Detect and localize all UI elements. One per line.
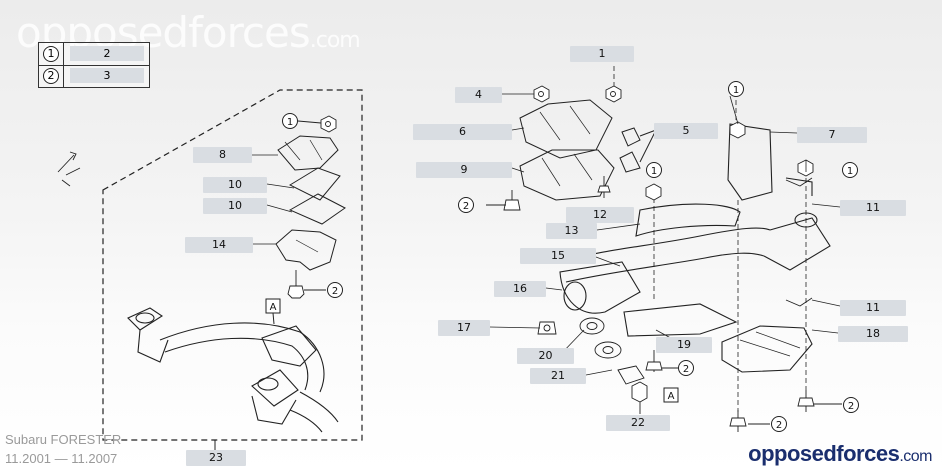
callout-part-6[interactable]: 6 (413, 124, 512, 140)
watermark: opposedforces.com (16, 8, 361, 57)
heat-shield-9 (519, 149, 615, 201)
callout-part-11[interactable]: 11 (840, 200, 906, 216)
shield-8 (277, 135, 339, 171)
marker-a-left: A (270, 302, 277, 313)
callout-part-10[interactable]: 10 (203, 177, 267, 193)
symbol-1-nut12: 1 (651, 166, 657, 177)
callout-part-15[interactable]: 15 (520, 248, 596, 264)
symbol-2-bottom-right: 2 (848, 401, 854, 412)
legend-symbol: 2 (43, 68, 59, 84)
callout-part-23[interactable]: 23 (186, 450, 246, 466)
bracket-11-upper (785, 177, 813, 187)
nut-right-upper (729, 121, 746, 139)
model-name: Subaru FORESTER (5, 432, 122, 447)
symbol-legend: 1 2 2 3 (38, 42, 150, 88)
gasket-10-upper (288, 167, 341, 201)
nut-12 (645, 183, 662, 201)
callout-part-9[interactable]: 9 (416, 162, 512, 178)
symbol-2-left: 2 (332, 286, 338, 297)
legend-part[interactable]: 3 (70, 68, 144, 83)
gasket-21 (594, 341, 622, 359)
callout-part-22[interactable]: 22 (606, 415, 670, 431)
bolt-12 (597, 176, 611, 198)
reference-lines (613, 66, 807, 412)
rear-heat-shield-18 (721, 325, 813, 373)
callout-part-10[interactable]: 10 (203, 198, 267, 214)
gasket-20 (579, 317, 605, 335)
clip-5a (621, 127, 641, 147)
symbol-1-right: 1 (733, 85, 739, 96)
legend-part[interactable]: 2 (70, 46, 144, 61)
callout-part-4[interactable]: 4 (455, 87, 502, 103)
marker-a-right: A (668, 391, 675, 402)
legend-row: 2 3 (39, 65, 149, 87)
symbol-1-nut11: 1 (847, 166, 853, 177)
center-exhaust-pipe (559, 123, 831, 373)
model-years: 11.2001 — 11.2007 (5, 451, 118, 466)
catalytic-converter-16 (559, 261, 641, 314)
bolt-bottom-right (729, 390, 815, 432)
assembly-frame (102, 89, 363, 441)
nut-22 (631, 381, 648, 414)
symbol-2-bolt19: 2 (683, 364, 689, 375)
callout-part-7[interactable]: 7 (797, 127, 867, 143)
nut-4 (533, 85, 550, 103)
callout-part-19[interactable]: 19 (656, 337, 712, 353)
callout-part-11[interactable]: 11 (840, 300, 906, 316)
callout-part-17[interactable]: 17 (438, 320, 490, 336)
symbol-2-bottom: 2 (776, 420, 782, 431)
callout-part-8[interactable]: 8 (193, 147, 252, 163)
callout-part-16[interactable]: 16 (494, 281, 546, 297)
symbol-1-left: 1 (287, 117, 293, 128)
callout-part-5[interactable]: 5 (654, 123, 718, 139)
bolt-left-bottom (287, 270, 305, 299)
bolt-17 (537, 321, 557, 335)
legend-symbol: 1 (43, 46, 59, 62)
nut-11-upper (797, 159, 814, 177)
orientation-arrow (57, 151, 81, 187)
callout-part-12[interactable]: 12 (566, 207, 634, 223)
bracket-14 (275, 229, 337, 271)
callout-part-21[interactable]: 21 (530, 368, 586, 384)
callout-part-14[interactable]: 14 (185, 237, 253, 253)
callout-part-20[interactable]: 20 (517, 348, 574, 364)
symbol-markers (282, 81, 859, 432)
clip-5b (619, 151, 641, 173)
heat-shield-6 (519, 99, 613, 159)
callout-part-13[interactable]: 13 (546, 223, 597, 239)
leader-lines (252, 93, 841, 376)
callout-part-1[interactable]: 1 (570, 46, 634, 62)
nut-1-top (605, 85, 622, 103)
clamp-21 (617, 365, 645, 385)
nut-left-top (320, 115, 337, 133)
callout-part-18[interactable]: 18 (838, 326, 908, 342)
bolt-2-left (503, 190, 521, 211)
front-exhaust-pipe (127, 307, 339, 433)
gasket-10-lower (288, 193, 346, 225)
brand-logo[interactable]: opposedforces.com (748, 441, 932, 466)
bracket-11-lower (785, 297, 813, 307)
symbol-2-bolt: 2 (463, 201, 469, 212)
legend-row: 1 2 (39, 43, 149, 66)
bolt-2-19 (645, 350, 663, 372)
